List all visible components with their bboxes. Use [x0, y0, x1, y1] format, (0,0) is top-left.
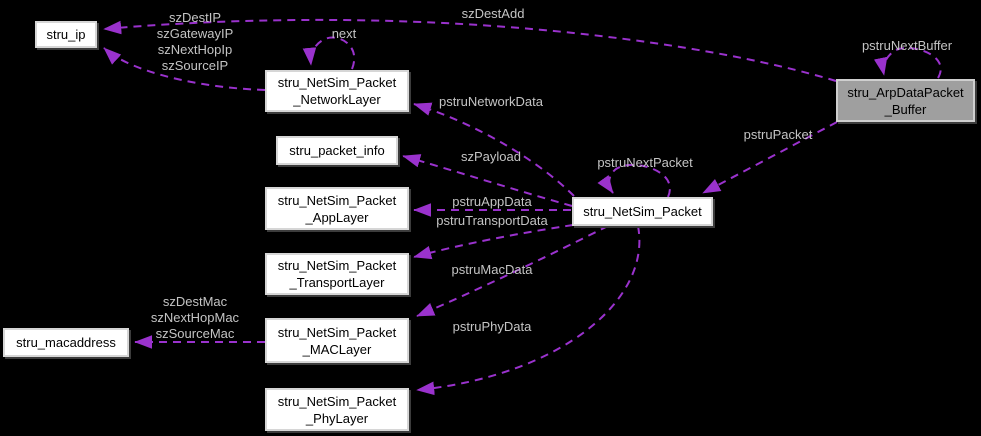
- edge-ip-fields: [103, 47, 266, 91]
- node-netsim-packet-maclayer[interactable]: stru_NetSim_Packet _MACLayer: [265, 318, 409, 363]
- node-netsim-packet-transportlayer[interactable]: stru_NetSim_Packet _TransportLayer: [265, 253, 409, 295]
- node-netsim-packet-networklayer[interactable]: stru_NetSim_Packet _NetworkLayer: [265, 70, 409, 112]
- edge-networkdata: [413, 102, 575, 197]
- edge-phydata: [416, 225, 641, 396]
- node-stru-ip[interactable]: stru_ip: [35, 21, 97, 48]
- node-stru-packet-info[interactable]: stru_packet_info: [276, 136, 398, 165]
- edge-nextpacket-loop: [597, 164, 671, 198]
- node-netsim-packet-phylayer[interactable]: stru_NetSim_Packet _PhyLayer: [265, 388, 409, 431]
- node-stru-netsim-packet[interactable]: stru_NetSim_Packet: [572, 197, 713, 226]
- edge-pstrupacket: [702, 121, 838, 194]
- node-netsim-packet-applayer[interactable]: stru_NetSim_Packet _AppLayer: [265, 187, 409, 230]
- edge-next-loop: [302, 36, 356, 70]
- edge-nextbuffer-loop: [873, 47, 942, 79]
- edge-transportdata: [413, 224, 574, 260]
- edge-szdestadd: [103, 18, 837, 82]
- node-arp-data-packet-buffer[interactable]: stru_ArpDataPacket _Buffer: [836, 79, 975, 122]
- edge-szpayload: [402, 154, 573, 207]
- node-stru-macaddress[interactable]: stru_macaddress: [3, 328, 129, 357]
- edge-macdata: [416, 225, 609, 317]
